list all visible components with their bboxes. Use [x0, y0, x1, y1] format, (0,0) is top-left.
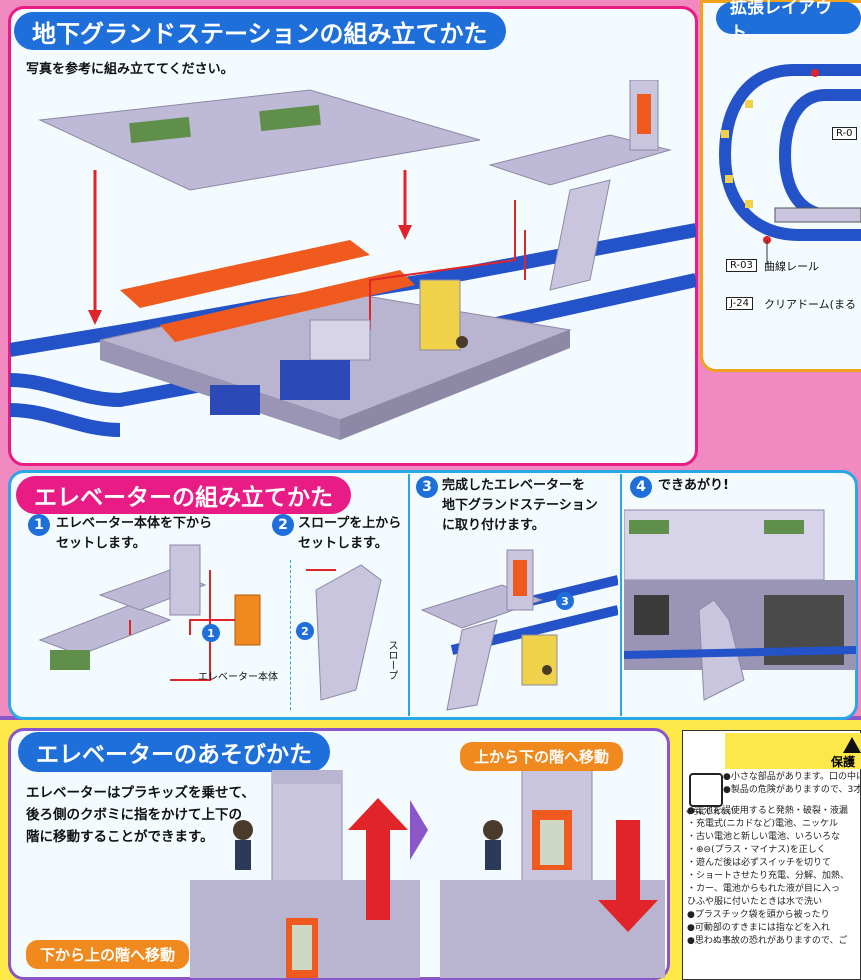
play-up-illustration [190, 770, 420, 978]
expansion-layout-title: 拡張レイアウト [716, 0, 861, 43]
callout-2: 2 [296, 622, 314, 640]
elevator-play-title: エレベーターのあそびかた [18, 732, 330, 772]
next-arrow-icon [410, 800, 428, 860]
rail-code-3: R-0 [832, 127, 857, 140]
rail-code-2: J-24 [726, 297, 753, 310]
rail-label-2: クリアドーム(まる [764, 298, 856, 311]
elevator-assembly-title: エレベーターの組み立てかた [16, 476, 351, 514]
step-divider [620, 474, 622, 716]
elevator-play-text: エレベーターはプラキッズを乗せて、 後ろ側のクボミに指をかけて上下の 階に移動す… [26, 785, 255, 845]
step-2-illustration [306, 564, 382, 701]
tag-up: 下から上の階へ移動 [26, 940, 190, 969]
elevator-body-label: エレベーター本体 [198, 672, 278, 683]
warning-icon [843, 737, 861, 753]
slope-label: スロープ [386, 640, 397, 680]
step-4-illustration [624, 509, 856, 701]
station-assembly-instruction: 写真を参考に組み立ててください。 [26, 62, 234, 77]
step-3-text: 完成したエレベーターを 地下グランドステーション に取り付けます。 [442, 478, 598, 533]
callout-1: 1 [202, 624, 220, 642]
expansion-layout-diagram [718, 64, 861, 265]
warning-line: ●思わぬ事故の恐れがありますので、ご [687, 936, 848, 946]
step-2-text: スロープを上から セットします。 [298, 516, 402, 551]
warning-line: ●プラスチック袋を頭から被ったり [687, 910, 830, 920]
warning-lines: ●小さな部品があります。口の中には ●製品の危険がありますので、3才未満 [723, 771, 861, 797]
warning-line: ・カー、電池からもれた液が目に入っ [687, 884, 840, 894]
station-assembly-illustration [10, 80, 696, 440]
station-assembly-title: 地下グランドステーションの組み立てかた [14, 12, 506, 50]
step-4-number: 4 [630, 476, 652, 498]
warning-line: ●製品の危険がありますので、3才未満 [723, 785, 861, 795]
step-divider [408, 474, 410, 716]
no-mouth-label: くちにいれない [685, 808, 734, 816]
step-3-illustration [420, 549, 618, 711]
step-1-illustration [38, 544, 261, 681]
warning-line: ・遊んだ後は必ずスイッチを切りて [687, 858, 832, 868]
warning-line: ●可動部のすきまには指などを入れ [687, 923, 830, 933]
warning-line: ●小さな部品があります。口の中には [723, 772, 861, 782]
warning-line: ●電池を誤使用すると発熱・破裂・液漏 [687, 806, 848, 816]
rail-code-1: R-03 [726, 259, 757, 272]
tag-down: 上から下の階へ移動 [460, 742, 624, 771]
warning-line: ・古い電池と新しい電池、いろいろな [687, 832, 841, 842]
step-1-text: エレベーター本体を下から セットします。 [56, 516, 213, 551]
warning-panel: 保護 くちにいれない ●小さな部品があります。口の中には ●製品の危険があります… [682, 730, 861, 980]
callout-3: 3 [556, 592, 574, 610]
step-3-number: 3 [416, 476, 438, 498]
rail-label-1: 曲線レール [764, 260, 819, 273]
warning-header [725, 733, 861, 769]
warning-line: ・充電式(ニカドなど)電池、ニッケル [687, 819, 839, 829]
warning-heading: 保護 [831, 755, 856, 769]
warning-line: ひふや服に付いたときは水で洗い [687, 897, 823, 907]
step-divider [290, 560, 291, 710]
step-4-text: できあがり! [658, 478, 729, 493]
no-mouth-icon [689, 773, 723, 807]
step-1-number: 1 [28, 514, 50, 536]
step-2-number: 2 [272, 514, 294, 536]
warning-lines-lower: ●電池を誤使用すると発熱・破裂・液漏 ・充電式(ニカドなど)電池、ニッケル ・古… [687, 805, 849, 948]
play-down-illustration [440, 770, 665, 978]
warning-line: ・ショートさせたり充電、分解、加熱、 [687, 871, 850, 881]
warning-line: ・⊕⊖(プラス・マイナス)を正しく [687, 845, 826, 855]
